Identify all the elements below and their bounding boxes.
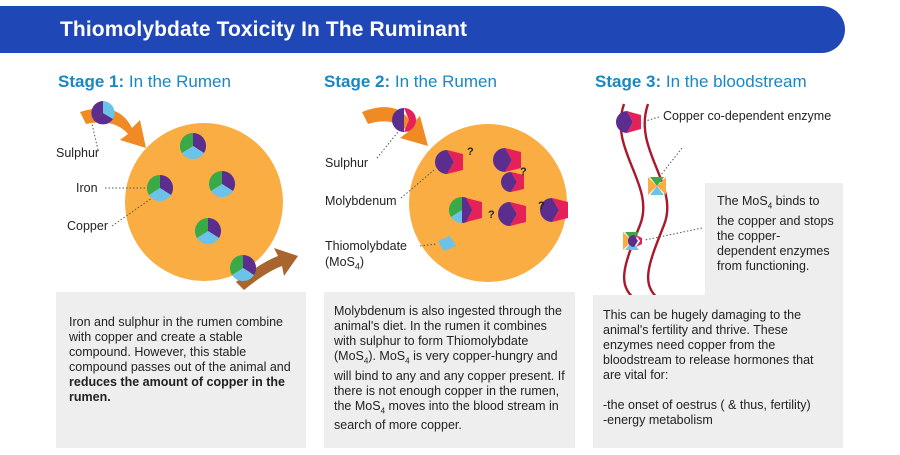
- stage-1-description-text: Iron and sulphur in the rumen combine wi…: [69, 315, 291, 374]
- stage-1-molecule-exiting: [229, 254, 257, 282]
- stage-1-molecule-labeled: [146, 174, 174, 202]
- stage-2-mos4-open: (MoS: [325, 255, 355, 269]
- stage-1-copper-leader: [111, 197, 153, 227]
- stage-1-title-strong: Stage 1:: [58, 72, 125, 91]
- stage-2-description-box: Molybdenum is also ingested through the …: [324, 292, 575, 448]
- stage-3-note-text: The MoS4 binds to the copper and stops t…: [717, 194, 837, 274]
- stage-3-vessel-wall-right: [643, 103, 669, 301]
- stage-2-copper-diamond: [438, 236, 456, 251]
- stage-1-molecule: [208, 170, 236, 198]
- stage-2-thiomolybdate-text: Thiomolybdate: [325, 239, 407, 253]
- stage-2-sub: 4: [405, 356, 410, 366]
- stage-2-mos4-molecule: [493, 148, 521, 172]
- stage-2-question-mark: ?: [488, 209, 495, 221]
- stage-2-arrow-in: [362, 107, 428, 146]
- stage-3-note-box: The MoS4 binds to the copper and stops t…: [705, 183, 843, 295]
- stage-3-bind-leader: [644, 227, 703, 241]
- stage-1-sulphur-copper-molecule: [91, 101, 115, 125]
- stage-2-thiomolybdate-label: Thiomolybdate (MoS4): [325, 238, 407, 275]
- stage-3-title-strong: Stage 3:: [595, 72, 662, 91]
- stage-3-description-3: -energy metabolism: [603, 413, 713, 427]
- stage-2-molybdenum-label: Molybdenum: [325, 194, 397, 208]
- stage-1-description: Iron and sulphur in the rumen combine wi…: [69, 315, 294, 405]
- stage-3-enzyme-leader-2: [659, 147, 683, 177]
- stage-2-sulphur-leader: [376, 131, 399, 159]
- stage-2-sub: 4: [363, 356, 369, 366]
- stage-1-sulphur-label: Sulphur: [56, 146, 100, 160]
- stage-2-question-mark: ?: [467, 146, 474, 158]
- stage-1-iron-label: Iron: [76, 181, 98, 195]
- stage-3-vessel-wall-left: [619, 103, 645, 301]
- stage-2-mos4-molecule: [540, 198, 568, 222]
- stage-1-description-bold: reduces the amount of copper in the rume…: [69, 375, 285, 404]
- stage-3-copper-molecule: [648, 177, 666, 195]
- stage-2-sulphur-label: Sulphur: [325, 156, 369, 170]
- stage-3-description-box: This can be hugely damaging to the anima…: [593, 295, 843, 448]
- stage-2-sub: 4: [380, 406, 386, 415]
- stage-1-description-box: Iron and sulphur in the rumen combine wi…: [56, 292, 306, 448]
- page-title: Thiomolybdate Toxicity In The Ruminant: [60, 18, 468, 41]
- stage-2-mos4-close: ): [359, 255, 365, 269]
- stage-2-description-c: is very copper-hungry and will bind to a…: [334, 349, 565, 413]
- stage-2-mos4-molecule: [498, 202, 526, 226]
- stage-3-enzyme-label: Copper co-dependent enzyme: [663, 109, 832, 123]
- stage-3-description-2: -the onset of oestrus ( & thus, fertilit…: [603, 398, 811, 412]
- stage-3-enzyme-leader: [641, 116, 660, 123]
- stage-1-arrow-out: [236, 248, 298, 290]
- stage-2-mos4-molecule: [435, 150, 463, 174]
- stage-2-question-mark: ?: [538, 200, 545, 212]
- stage-1-title: Stage 1: In the Rumen: [58, 72, 231, 92]
- stage-2-description-a: Molybdenum is also ingested through the …: [334, 304, 562, 363]
- stage-3-note-b: binds to the copper and stops the copper…: [717, 194, 834, 273]
- stage-1-copper-label: Copper: [67, 219, 108, 233]
- header-banner: Thiomolybdate Toxicity In The Ruminant: [0, 6, 845, 53]
- stage-3-title: Stage 3: In the bloodstream: [595, 72, 807, 92]
- stage-2-description-d: moves into the blood stream in search of…: [334, 398, 559, 433]
- stage-2-thiomolybdate-leader: [419, 243, 437, 247]
- stage-2-molybdenum-leader: [400, 169, 435, 199]
- stage-1-molecule: [194, 217, 222, 245]
- stage-2-title-strong: Stage 2:: [324, 72, 391, 91]
- stage-2-mos4-copper-molecule: [448, 196, 482, 224]
- stage-1-sulphur-leader: [91, 123, 99, 151]
- stage-3-description-1: This can be hugely damaging to the anima…: [603, 308, 814, 382]
- stage-2-question-mark: ?: [520, 166, 527, 178]
- stage-3-title-rest: In the bloodstream: [661, 72, 807, 91]
- stage-3-enzyme-molecule: [616, 111, 641, 133]
- stage-2-sulphur-molybdenum-molecule: [392, 108, 416, 132]
- stage-2-description-b: ). MoS: [368, 349, 406, 363]
- stage-3-note-a: The MoS: [717, 194, 768, 208]
- stage-2-title-rest: In the Rumen: [390, 72, 497, 91]
- stage-1-rumen-circle: [125, 123, 283, 281]
- stage-2-mos4-sub: 4: [354, 261, 360, 272]
- stage-3-note-sub: 4: [767, 201, 773, 211]
- stage-1-title-rest: In the Rumen: [124, 72, 231, 91]
- stage-2-mos4-molecule: [501, 172, 524, 192]
- stage-3-bound-molecule: [623, 232, 642, 250]
- stage-2-description: Molybdenum is also ingested through the …: [334, 304, 565, 433]
- stage-1-molecule: [179, 132, 207, 160]
- stage-2-title: Stage 2: In the Rumen: [324, 72, 497, 92]
